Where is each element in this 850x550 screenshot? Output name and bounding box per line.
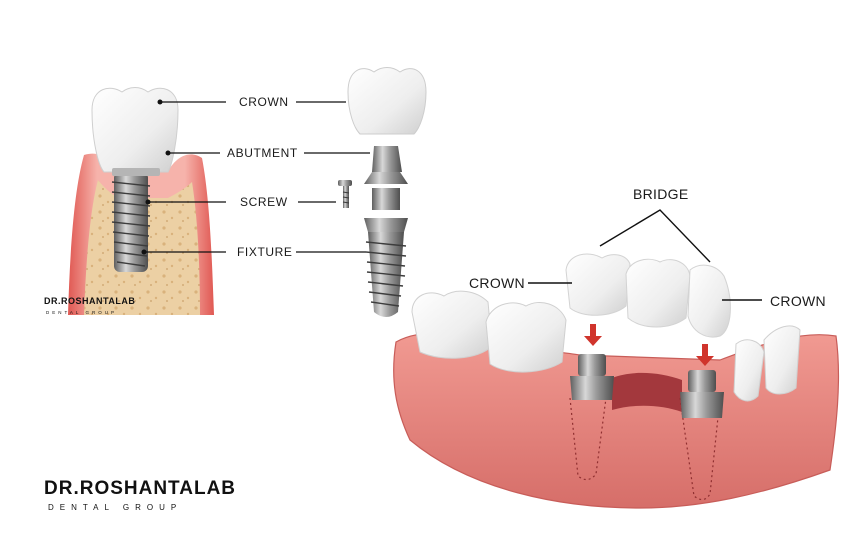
brand-small-tagline: DENTAL GROUP [46,310,117,315]
bridge-abutment-right [680,370,724,418]
molar-1 [411,290,493,359]
front-tooth-1 [733,339,765,402]
bridge-illustration [393,253,840,509]
molar-2 [485,302,567,373]
label-crown: CROWN [239,95,289,109]
label-bridge: BRIDGE [633,186,689,202]
exploded-crown [347,67,427,135]
implant-abutment [112,168,160,176]
placement-arrows [584,324,714,366]
exploded-implant [338,67,427,317]
label-screw: SCREW [240,195,288,209]
implant-leader-lines [144,101,370,253]
implant-cross-section [68,87,214,315]
exploded-screw [338,180,352,208]
brand-mark-small: DR.ROSHANTALAB DENTAL GROUP [44,296,135,315]
brand-name: DR.ROSHANTALAB [44,478,237,499]
implant-crown [91,87,179,173]
exploded-fixture [364,218,408,317]
brand-tagline: DENTAL GROUP [48,503,183,512]
label-bridge-crown-left: CROWN [469,275,525,291]
label-abutment: ABUTMENT [227,146,298,160]
brand-mark-large: DR.ROSHANTALAB DENTAL GROUP [44,478,236,512]
label-bridge-crown-right: CROWN [770,293,826,309]
label-fixture: FIXTURE [237,245,293,259]
brand-small-name: DR.ROSHANTALAB [44,296,135,306]
bridge-abutment-left [570,354,614,400]
front-tooth-2 [763,325,801,395]
bridge-leader-lines [528,209,762,301]
exploded-abutment [364,146,408,210]
fixture-in-bone [111,172,151,272]
floating-bridge [565,253,731,338]
